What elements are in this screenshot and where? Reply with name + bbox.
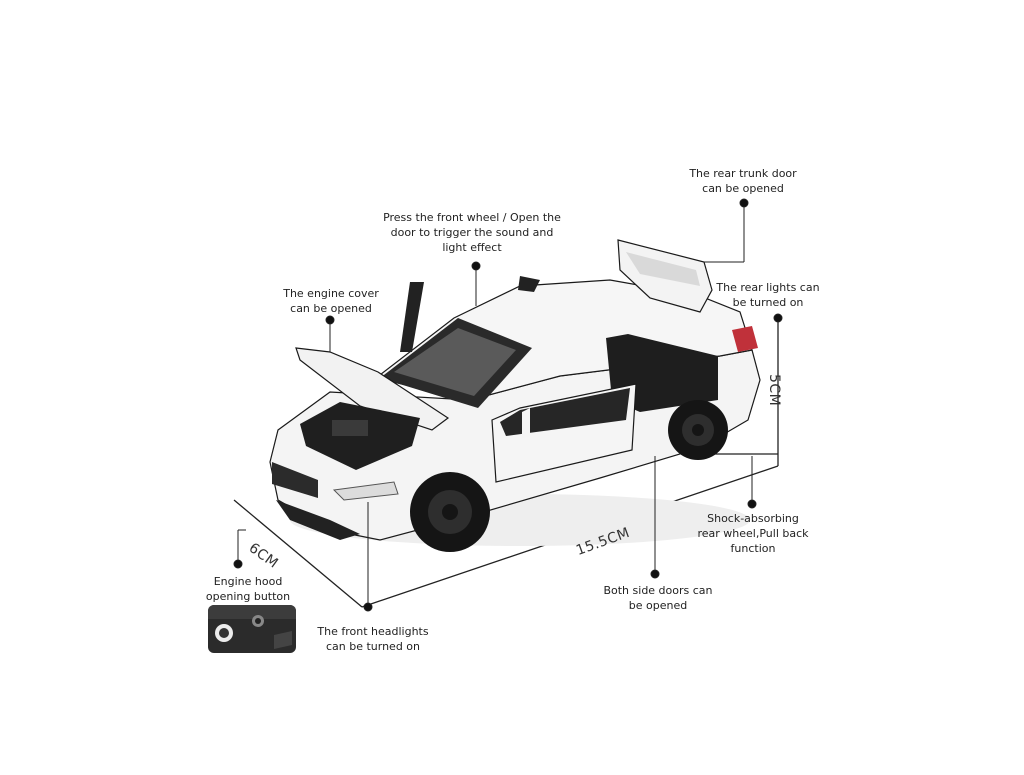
height-dimension-label: 5CM: [766, 374, 782, 407]
engine-cover-callout-dot: [325, 315, 335, 325]
trunk-callout-dot: [739, 198, 749, 208]
width-dimension-line: [233, 499, 363, 608]
headlights-callout-label: The front headlights can be turned on: [317, 625, 429, 653]
side-doors-callout-dot: [650, 569, 660, 579]
rear-wheel: [668, 400, 728, 460]
rear-lights-callout-dot: [773, 313, 783, 323]
hood-button-callout-label: Engine hood opening button: [205, 575, 291, 603]
hood-button-closeup-icon: [208, 605, 296, 653]
car-model: [269, 239, 761, 552]
rear-lights-callout-label: The rear lights can be turned on: [716, 281, 820, 309]
shock-callout-dot: [747, 499, 757, 509]
hood-button-callout-dot: [233, 559, 243, 569]
front-wheel: [410, 472, 490, 552]
sound-callout-label: Press the front wheel / Open the door to…: [383, 211, 561, 254]
sound-callout-dot: [471, 261, 481, 271]
shock-callout-label: Shock-absorbing rear wheel,Pull back fun…: [697, 512, 809, 555]
callout-leaders: [233, 198, 783, 612]
headlights-callout-dot: [363, 602, 373, 612]
side-doors-callout-label: Both side doors can be opened: [603, 584, 713, 612]
engine-cover-callout-label: The engine cover can be opened: [283, 287, 379, 315]
trunk-callout-label: The rear trunk door can be opened: [689, 167, 797, 195]
